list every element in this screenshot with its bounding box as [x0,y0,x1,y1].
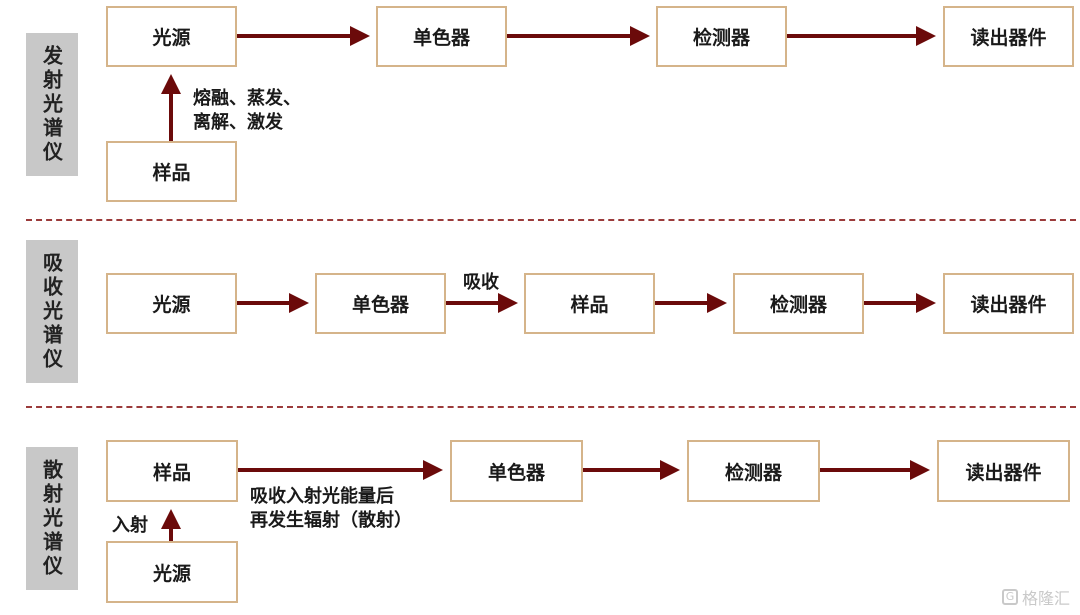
absorption-detector-box: 检测器 [733,273,864,334]
watermark: G 格隆汇 [1001,585,1070,609]
scattering-monochromator-box: 单色器 [450,440,583,502]
absorption-readout-box: 读出器件 [943,273,1074,334]
scattering-readout-box: 读出器件 [937,440,1070,502]
scattering-spectrometer-label: 散射光谱仪 [26,447,78,590]
emission-process-note: 熔融、蒸发、 离解、激发 [193,87,301,135]
absorption-sample-box: 样品 [524,273,655,334]
emission-note-line1: 熔融、蒸发、 [193,88,301,109]
emission-readout-box: 读出器件 [943,6,1074,67]
separator-1 [26,219,1076,221]
watermark-text: 格隆汇 [1021,589,1070,608]
absorption-note: 吸收 [463,272,499,293]
emission-label-text: 发射光谱仪 [39,44,64,165]
emission-detector-box: 检测器 [656,6,787,67]
absorption-light-source-box: 光源 [106,273,237,334]
scattering-light-source-box: 光源 [106,541,238,603]
scattering-detector-box: 检测器 [687,440,820,502]
emission-note-line2: 离解、激发 [193,112,283,133]
scattering-note-line2: 再发生辐射（散射） [250,510,412,531]
absorption-label-text: 吸收光谱仪 [39,251,64,372]
emission-sample-box: 样品 [106,141,237,202]
scattering-label-text: 散射光谱仪 [39,458,64,579]
emission-monochromator-box: 单色器 [376,6,507,67]
separator-2 [26,406,1076,408]
scattering-incident-note: 入射 [112,515,148,536]
emission-light-source-box: 光源 [106,6,237,67]
absorption-monochromator-box: 单色器 [315,273,446,334]
emission-spectrometer-label: 发射光谱仪 [26,33,78,176]
absorption-spectrometer-label: 吸收光谱仪 [26,240,78,383]
scattering-process-note: 吸收入射光能量后 再发生辐射（散射） [250,485,412,533]
watermark-logo-icon: G [1001,589,1018,605]
scattering-note-line1: 吸收入射光能量后 [250,486,394,507]
scattering-sample-box: 样品 [106,440,238,502]
